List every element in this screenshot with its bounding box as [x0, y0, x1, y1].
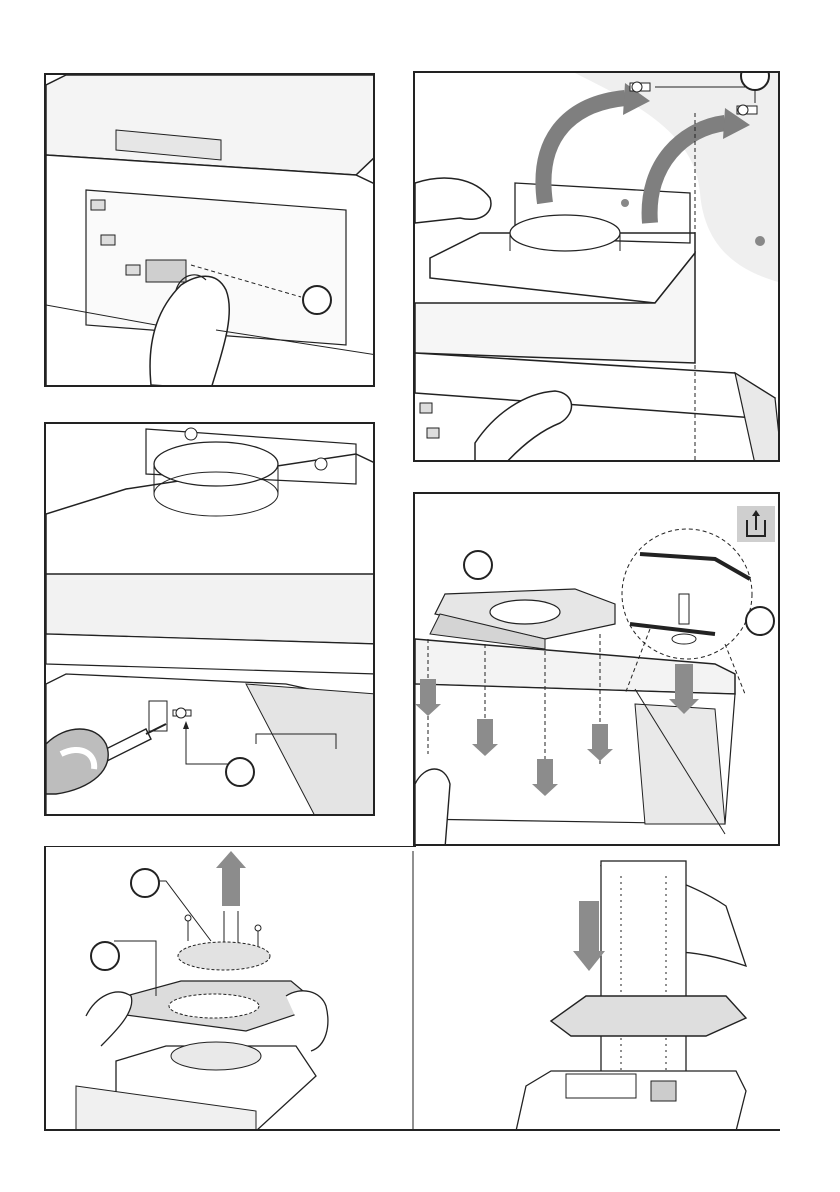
screw-icon: [173, 708, 191, 718]
callout-circle: [130, 868, 160, 898]
step-2-panel: [413, 71, 780, 462]
callout-circle: [225, 757, 255, 787]
hand-icon: [475, 391, 571, 462]
screw-icon: [255, 925, 261, 946]
filter-grid-icon: [178, 942, 270, 970]
screw-icon: [630, 82, 650, 92]
duct-collar: [154, 442, 278, 486]
callout-circle: [90, 941, 120, 971]
screw-icon: [185, 428, 197, 440]
step-4-illustration: [415, 494, 780, 846]
hand-icon: [86, 992, 132, 1046]
hand-icon: [415, 178, 491, 223]
step-5-panel: [44, 846, 780, 1131]
hand-icon: [286, 991, 328, 1051]
hand-icon: [415, 769, 450, 846]
recirculation-symbol-icon: [737, 506, 775, 542]
screw-icon: [737, 105, 757, 115]
screw-icon: [315, 458, 327, 470]
step-2-illustration: [415, 73, 780, 462]
filter-latch: [146, 260, 186, 282]
callout-circle: [463, 550, 493, 580]
duct-collar: [510, 215, 620, 251]
step-3-illustration: [46, 424, 375, 816]
screw-icon: [185, 915, 191, 941]
step-1-illustration: [46, 75, 375, 387]
callout-circle: [302, 285, 332, 315]
duct-cover: [551, 996, 746, 1036]
down-arrow-icon: [573, 901, 605, 971]
callout-circle: [745, 606, 775, 636]
step-4-panel: [413, 492, 780, 846]
step-1-panel: [44, 73, 375, 387]
step-3-panel: [44, 422, 375, 816]
up-arrow-icon: [216, 851, 246, 906]
